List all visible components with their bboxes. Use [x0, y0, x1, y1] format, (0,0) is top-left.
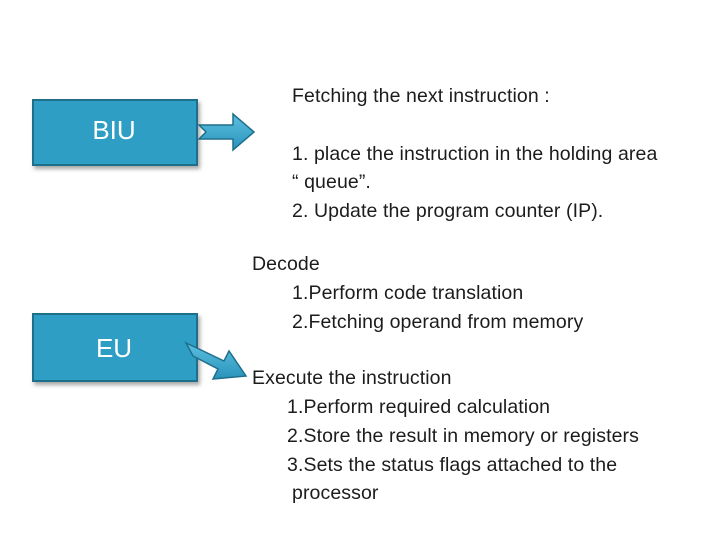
fetch-item-3: 2. Update the program counter (IP).: [292, 200, 604, 222]
decode-item-1: 1.Perform code translation: [292, 282, 524, 304]
fetch-item-1: 1. place the instruction in the holding …: [292, 143, 658, 165]
eu-box: EU: [32, 313, 198, 382]
execute-item-1: 1.Perform required calculation: [287, 396, 551, 418]
fetch-item-2: “ queue”.: [292, 171, 371, 193]
biu-arrow-icon: [197, 112, 256, 152]
execute-item-2: 2.Store the result in memory or register…: [287, 425, 639, 447]
fetch-title: Fetching the next instruction :: [292, 85, 550, 107]
biu-label: BIU: [92, 115, 136, 145]
decode-item-2: 2.Fetching operand from memory: [292, 311, 584, 333]
biu-box: BIU: [32, 99, 198, 166]
eu-label: EU: [95, 333, 133, 363]
decode-title: Decode: [252, 253, 320, 275]
execute-item-3: 3.Sets the status flags attached to the: [287, 454, 618, 476]
execute-item-4: processor: [292, 482, 379, 504]
execute-title: Execute the instruction: [252, 367, 452, 389]
eu-arrow-icon: [184, 341, 248, 380]
